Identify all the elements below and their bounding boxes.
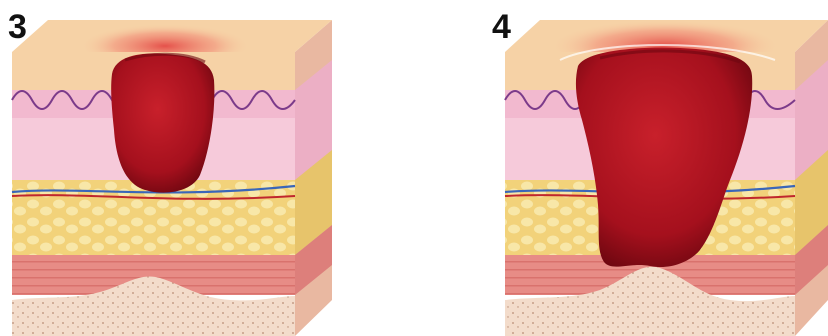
stage-4-tissue-block: [505, 20, 828, 336]
stage-3-tissue-block: [12, 20, 332, 336]
stage-3-wound: [111, 54, 214, 193]
